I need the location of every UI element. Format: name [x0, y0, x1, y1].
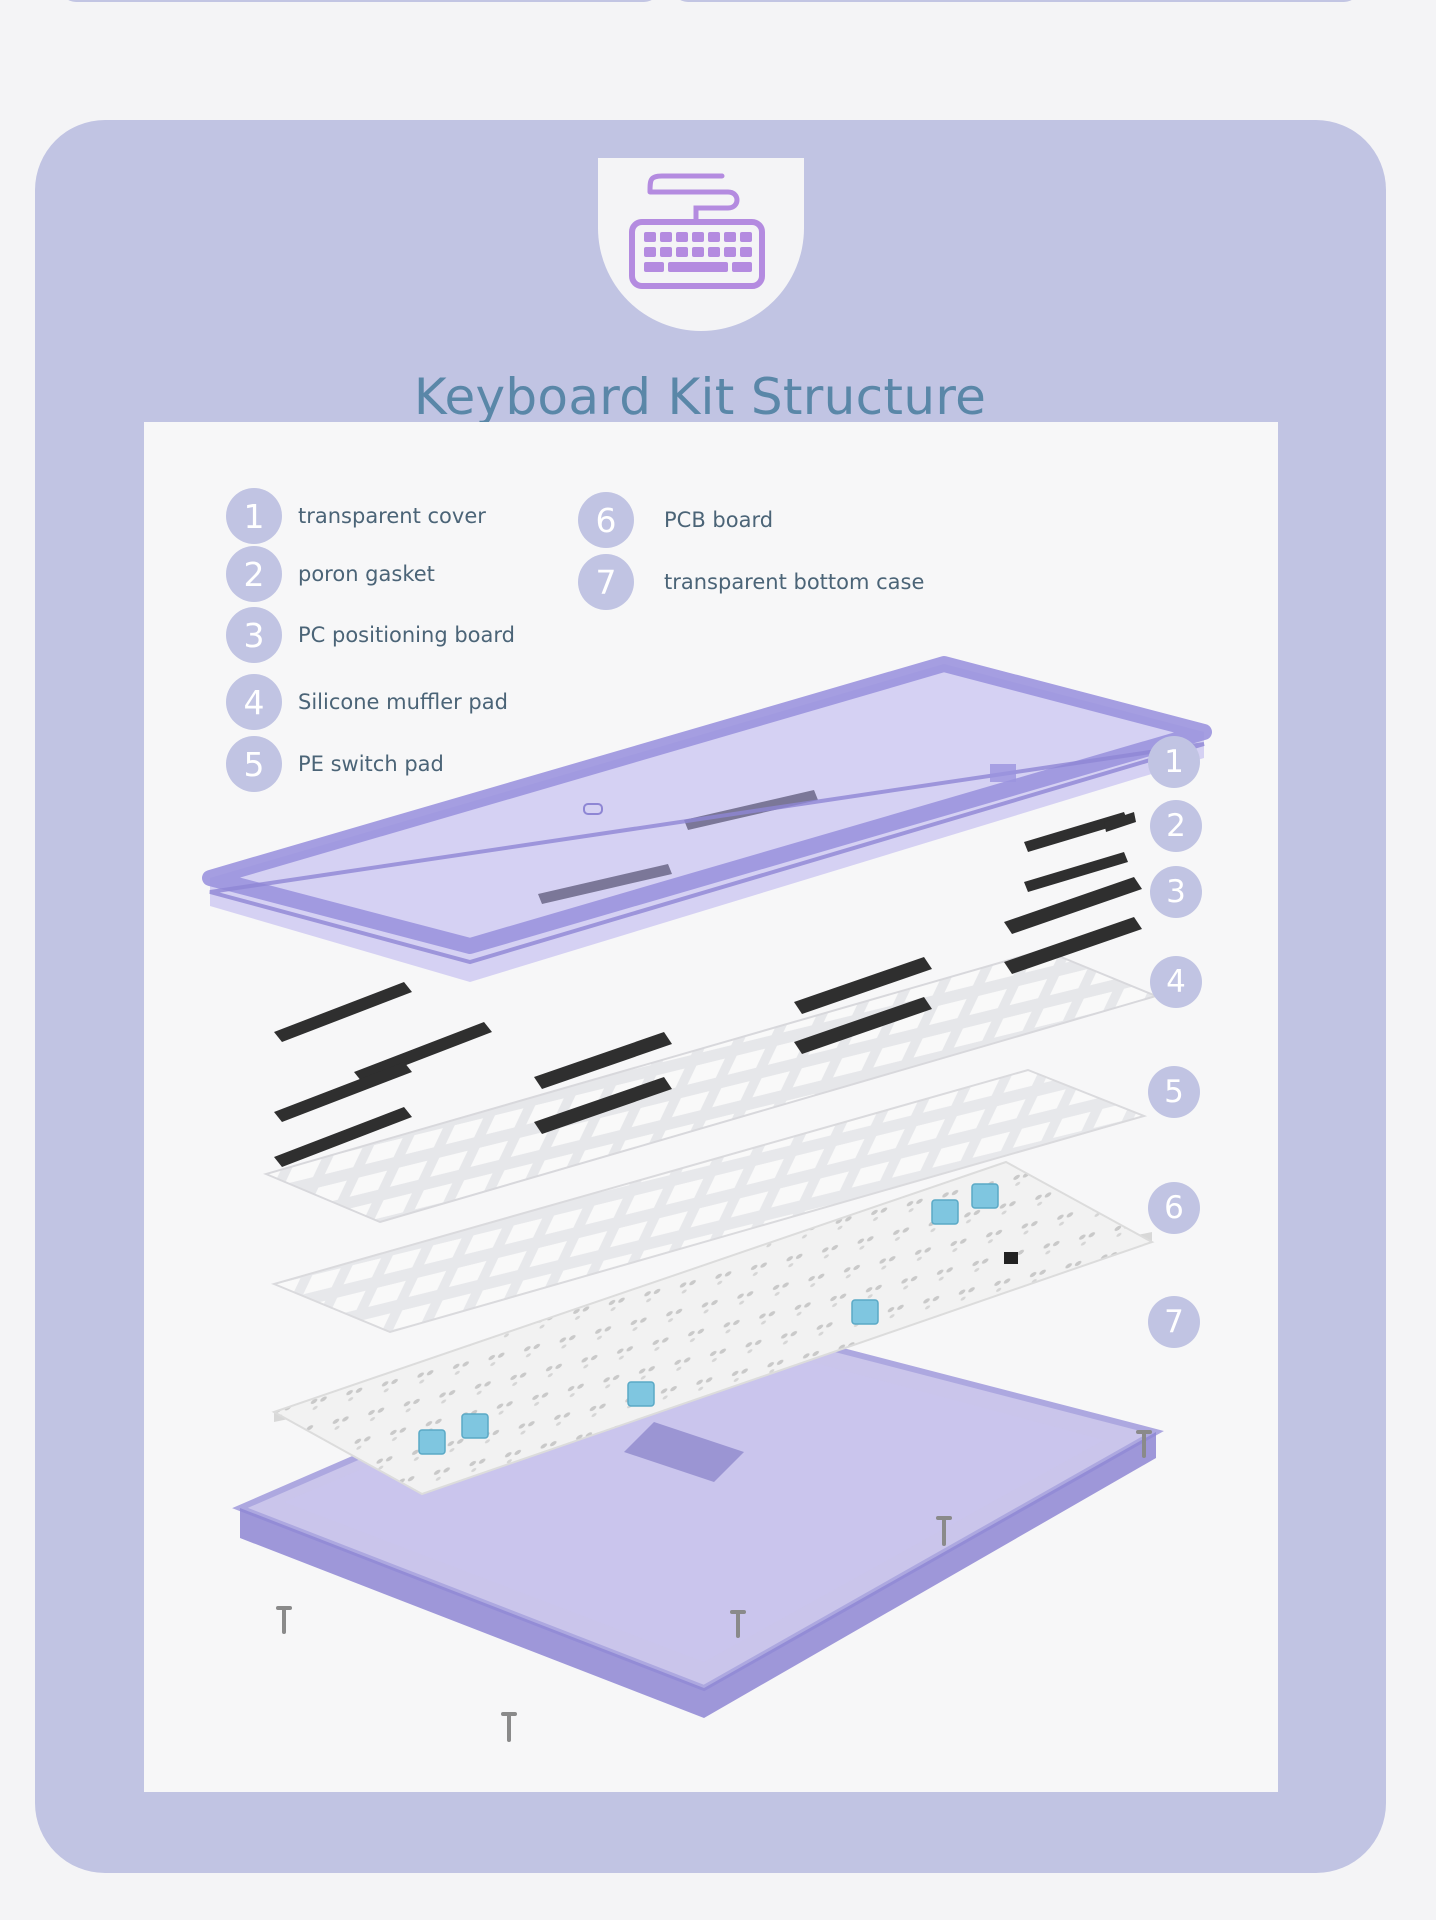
transparent-cover: [202, 656, 1212, 982]
callout-1: 1: [1148, 736, 1200, 788]
pcb-board: [271, 1160, 1155, 1496]
legend-number: 6: [578, 492, 634, 548]
legend-item-pc-positioning-board: 3 PC positioning board: [226, 607, 515, 663]
screws: [276, 1430, 1152, 1742]
legend-number: 4: [226, 674, 282, 730]
icon-notch: [598, 158, 804, 331]
page-title: Keyboard Kit Structure: [413, 368, 987, 426]
previous-section-tab-right: [672, 0, 1360, 2]
callout-7: 7: [1148, 1296, 1200, 1348]
callout-2: 2: [1150, 800, 1202, 852]
legend-number: 2: [226, 546, 282, 602]
legend-item-transparent-bottom-case: 7 transparent bottom case: [578, 554, 924, 610]
legend-item-silicone-muffler-pad: 4 Silicone muffler pad: [226, 674, 508, 730]
legend-label: PC positioning board: [298, 623, 515, 647]
legend-item-transparent-cover: 1 transparent cover: [226, 488, 486, 544]
legend-label: transparent cover: [298, 504, 486, 528]
legend-number: 3: [226, 607, 282, 663]
callout-6: 6: [1148, 1182, 1200, 1234]
pe-switch-pad: [270, 1068, 1148, 1334]
legend-label: poron gasket: [298, 562, 435, 586]
legend-label: PE switch pad: [298, 752, 444, 776]
legend-number: 1: [226, 488, 282, 544]
legend-label: PCB board: [664, 508, 774, 532]
callout-4: 4: [1150, 956, 1202, 1008]
callout-3: 3: [1150, 866, 1202, 918]
poron-gasket: [274, 790, 1142, 1167]
callout-5: 5: [1148, 1066, 1200, 1118]
previous-section-tab-left: [60, 0, 660, 2]
diagram-panel: 1 transparent cover 2 poron gasket 3 PC …: [144, 422, 1278, 1792]
legend-item-poron-gasket: 2 poron gasket: [226, 546, 435, 602]
legend-item-pe-switch-pad: 5 PE switch pad: [226, 736, 444, 792]
keyboard-icon: [629, 173, 765, 289]
legend-item-pcb-board: 6 PCB board: [578, 492, 773, 548]
legend-label: Silicone muffler pad: [298, 690, 508, 714]
legend-number: 5: [226, 736, 282, 792]
legend-number: 7: [578, 554, 634, 610]
legend-label: transparent bottom case: [664, 570, 925, 594]
exploded-keyboard-diagram: [202, 656, 1212, 1742]
